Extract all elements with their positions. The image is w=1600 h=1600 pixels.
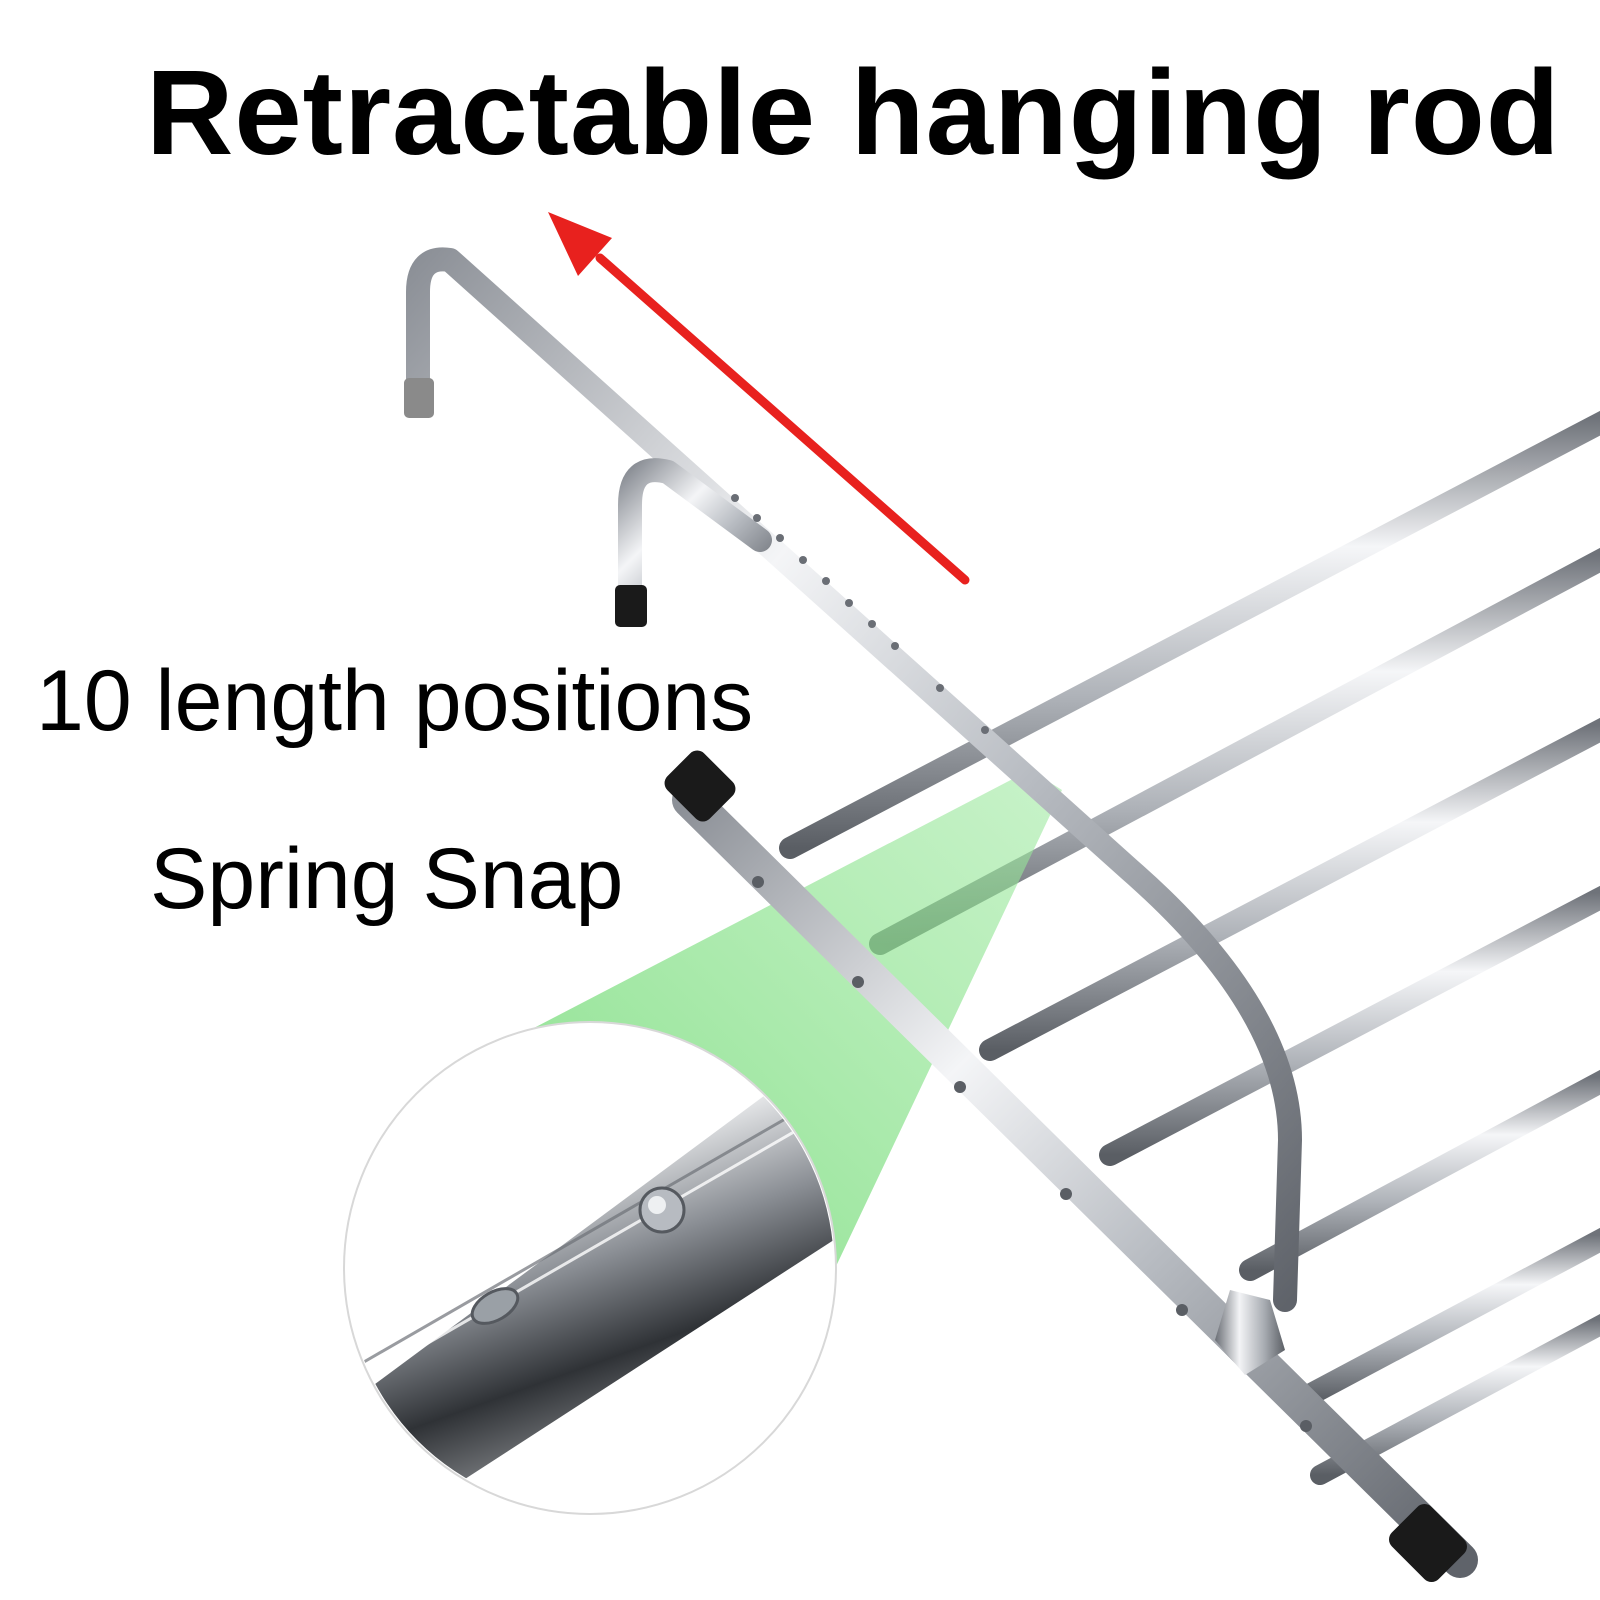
position-hole	[936, 684, 944, 692]
snap-hole	[1300, 1420, 1312, 1432]
position-hole	[731, 494, 739, 502]
zoom-highlight-beam	[530, 770, 1062, 1300]
hook-tip-black	[615, 585, 647, 627]
snap-hole	[954, 1081, 966, 1093]
rail-4	[1099, 885, 1600, 1166]
snap-slot	[470, 1287, 520, 1325]
position-hole	[822, 577, 830, 585]
hook-arm-upper	[404, 247, 1302, 1312]
snap-hole	[752, 876, 764, 888]
position-hole	[799, 556, 807, 564]
end-cap-upper	[664, 750, 736, 822]
rail-5	[1239, 1069, 1600, 1281]
position-hole	[891, 642, 899, 650]
base-tube	[664, 750, 1478, 1582]
snap-hole	[1060, 1188, 1072, 1200]
zoom-detail-circle	[343, 1021, 837, 1515]
end-cap-lower	[1389, 1504, 1467, 1582]
headline-retractable-hanging-rod: Retractable hanging rod	[146, 44, 1561, 180]
arrow-up-left-icon	[548, 212, 970, 585]
zoomed-tube	[346, 1024, 834, 1512]
joint-bracket	[1215, 1290, 1285, 1375]
position-hole	[981, 726, 989, 734]
position-hole	[845, 599, 853, 607]
rail-6	[1289, 1227, 1600, 1411]
caption-length-positions: 10 length positions	[36, 653, 754, 749]
position-hole	[868, 620, 876, 628]
snap-hole	[852, 976, 864, 988]
rail-1	[779, 410, 1600, 859]
hook-arm-lower	[615, 458, 772, 627]
rail-3	[979, 717, 1600, 1061]
position-hole	[776, 534, 784, 542]
snap-hole	[1176, 1304, 1188, 1316]
caption-spring-snap: Spring Snap	[150, 831, 624, 927]
hook-tip-gray	[404, 378, 434, 418]
position-hole	[753, 514, 761, 522]
length-position-holes	[731, 494, 989, 734]
